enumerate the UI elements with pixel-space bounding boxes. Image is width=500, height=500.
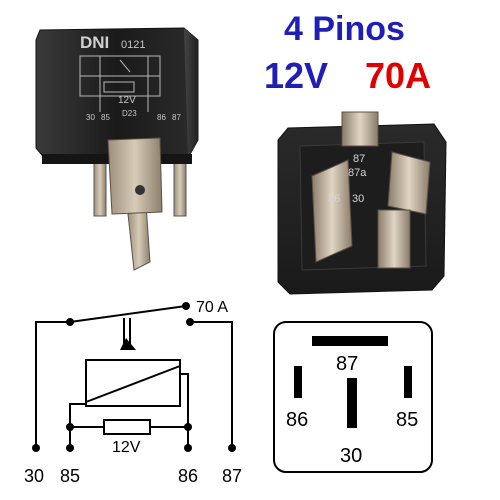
pinout-bar-30: [347, 378, 357, 428]
relay-face-code: D23: [122, 109, 137, 118]
relay-face-pin-87: 87: [172, 113, 181, 122]
pinout-label-87: 87: [336, 353, 358, 375]
schematic-rating-label: 70 A: [196, 299, 228, 316]
pinout-label-30: 30: [340, 445, 362, 467]
schematic-terminal-85: 85: [60, 466, 80, 486]
relay-model-text: 0121: [121, 39, 145, 51]
relay-face-pin-86: 86: [157, 113, 166, 122]
bottom-label-87: 87: [353, 153, 365, 165]
voltage-rating: 12V: [264, 55, 329, 96]
relay-face-pin-30: 30: [86, 113, 95, 122]
relay-face-voltage: 12V: [118, 95, 136, 106]
relay-face-pin-85: 85: [101, 113, 110, 122]
relay-center-terminal: [107, 137, 163, 215]
pinout-bar-86: [294, 366, 302, 398]
bottom-label-87a: 87a: [348, 167, 367, 179]
schematic-coil-label: 12V: [112, 439, 141, 456]
pinout-label-85: 85: [396, 409, 418, 431]
pinout-bar-87: [312, 336, 388, 346]
pinout-bar-85: [404, 366, 412, 398]
schematic-terminal-86: 86: [178, 466, 198, 486]
relay-front-pins: [93, 147, 187, 271]
schematic-terminal-87: 87: [222, 466, 242, 486]
pinout-frame: [273, 321, 433, 473]
schematic-terminal-30: 30: [24, 466, 44, 486]
current-rating: 70A: [365, 55, 432, 96]
bottom-label-30: 30: [352, 193, 364, 205]
bottom-label-86: 86: [328, 193, 340, 205]
relay-brand-text: DNI: [80, 33, 109, 52]
pinout-label-86: 86: [286, 409, 308, 431]
pins-title: 4 Pinos: [284, 10, 405, 48]
